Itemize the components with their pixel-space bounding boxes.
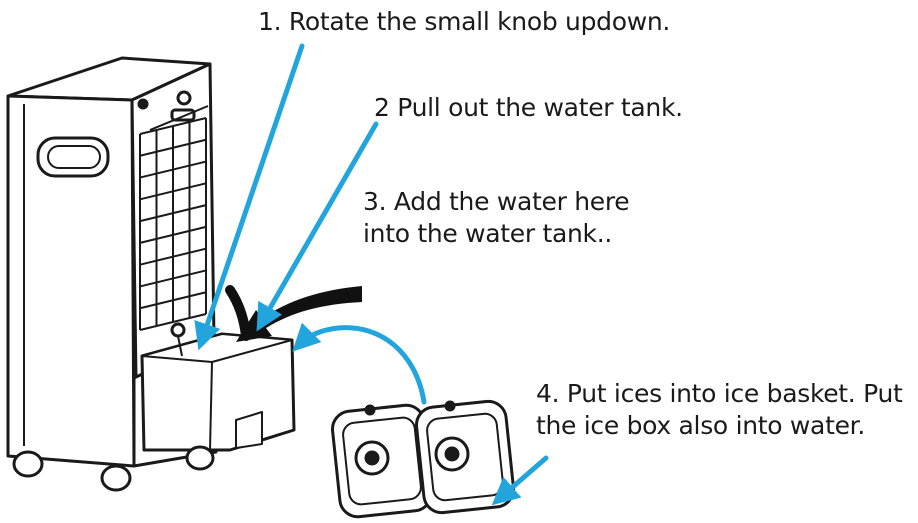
step-2-label: 2 Pull out the water tank. (374, 92, 683, 124)
step-3-label: 3. Add the water here into the water tan… (363, 186, 629, 250)
arrow-step-1 (202, 46, 302, 340)
step-1-label: 1. Rotate the small knob updown. (258, 6, 670, 38)
pour-arrow-icon (230, 286, 362, 342)
step-4-label: 4. Put ices into ice basket. Put the ice… (536, 378, 903, 442)
ice-box-illustration (331, 400, 516, 519)
arrow-step-4a (300, 328, 424, 402)
